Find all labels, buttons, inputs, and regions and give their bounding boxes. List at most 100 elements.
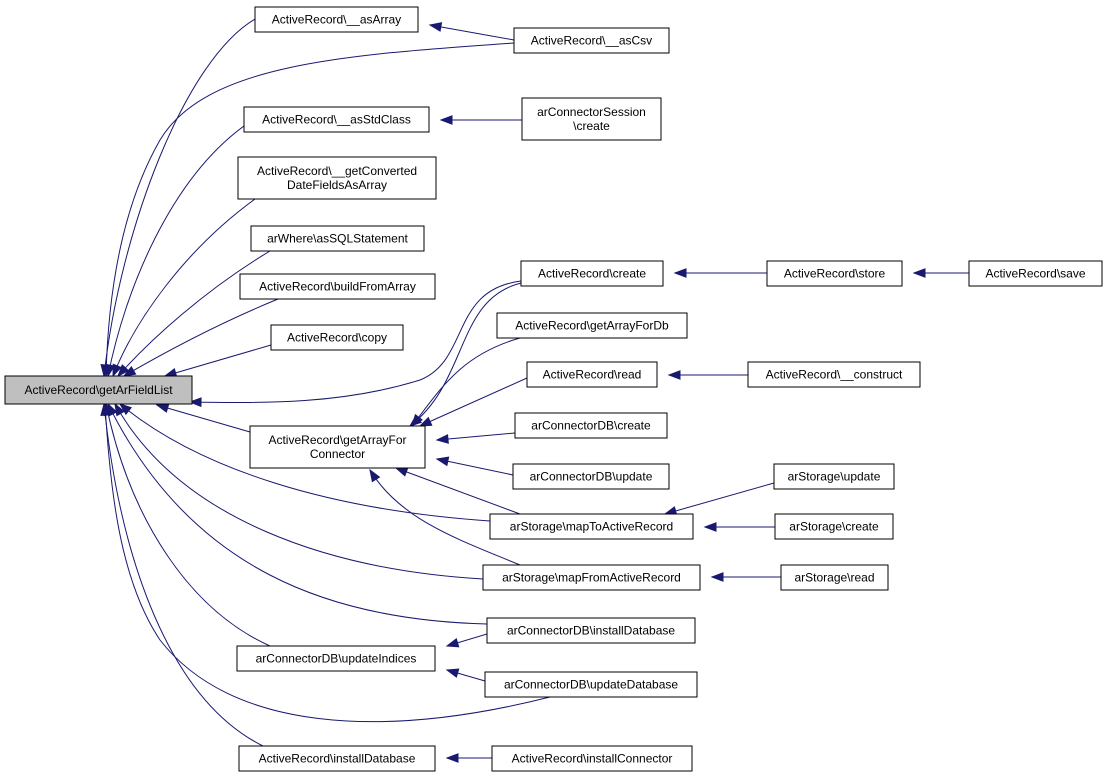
- edge-line: [409, 281, 527, 427]
- node-label: ActiveRecord\__getConverted: [257, 164, 417, 178]
- node-box: [4, 375, 193, 405]
- edge-buildFromArray-to-root: [122, 298, 279, 377]
- node-box: [249, 425, 426, 469]
- node-copy[interactable]: ActiveRecord\copy: [270, 324, 404, 351]
- node-installDb[interactable]: arConnectorDB\installDatabase: [486, 617, 696, 644]
- edge-line: [103, 403, 264, 747]
- edge-arrowhead: [117, 364, 130, 378]
- edge-line: [107, 403, 488, 625]
- node-box: [968, 260, 1103, 287]
- node-stUpdate[interactable]: arStorage\update: [773, 463, 895, 490]
- edge-line: [419, 377, 528, 427]
- node-label: ActiveRecord\__construct: [766, 368, 903, 382]
- node-label: arWhere\asSQLStatement: [267, 232, 408, 246]
- node-getConverted[interactable]: ActiveRecord\__getConvertedDateFieldsAsA…: [237, 156, 437, 200]
- edge-getArrayForDb-to-getArrayForConnector: [411, 337, 521, 428]
- edge-stCreate-to-mapTo: [703, 522, 775, 532]
- node-box: [254, 6, 419, 33]
- node-box: [238, 745, 436, 772]
- node-asStdClass[interactable]: ActiveRecord\__asStdClass: [243, 106, 430, 133]
- edge-arrowhead: [411, 413, 423, 428]
- edge-line: [112, 198, 256, 377]
- edge-arrowhead: [673, 268, 687, 278]
- node-label: DateFieldsAsArray: [287, 178, 387, 192]
- edge-line: [156, 404, 251, 433]
- node-box: [491, 745, 693, 772]
- edge-arrowhead: [155, 403, 170, 413]
- node-sessCreate[interactable]: arConnectorSession\create: [521, 97, 662, 141]
- node-mapTo[interactable]: arStorage\mapToActiveRecord: [489, 513, 694, 540]
- node-box: [514, 412, 668, 439]
- edge-dbCreate-to-getArrayForConnector: [435, 432, 516, 444]
- node-mapFrom[interactable]: arStorage\mapFromActiveRecord: [482, 564, 701, 591]
- edge-arrowhead: [114, 402, 126, 417]
- node-label: ActiveRecord\__asArray: [272, 13, 401, 27]
- edge-line: [429, 24, 515, 41]
- edge-line: [105, 403, 271, 647]
- edge-line: [664, 482, 775, 515]
- node-label: arConnectorDB\update: [530, 470, 653, 484]
- node-asArray[interactable]: ActiveRecord\__asArray: [254, 6, 419, 33]
- edge-asSQL-to-root: [117, 250, 271, 378]
- node-arCreate[interactable]: ActiveRecord\create: [520, 260, 664, 287]
- node-box: [484, 671, 698, 698]
- node-asSQL[interactable]: arWhere\asSQLStatement: [250, 225, 425, 252]
- node-stRead[interactable]: arStorage\read: [780, 564, 889, 591]
- edge-arrowhead: [112, 363, 122, 378]
- node-stCreate[interactable]: arStorage\create: [774, 513, 894, 540]
- node-updIdx[interactable]: arConnectorDB\updateIndices: [236, 645, 436, 672]
- edge-sessCreate-to-asStdClass: [439, 115, 522, 125]
- node-root: ActiveRecord\getArFieldList: [4, 375, 193, 405]
- edge-arCreate-to-root: [188, 280, 522, 408]
- node-dbUpdate[interactable]: arConnectorDB\update: [512, 463, 670, 490]
- node-installConn[interactable]: ActiveRecord\installConnector: [491, 745, 693, 772]
- node-construct[interactable]: ActiveRecord\__construct: [747, 361, 921, 388]
- edge-line: [164, 344, 272, 377]
- edge-arrowhead: [667, 370, 681, 380]
- node-dbCreate[interactable]: arConnectorDB\create: [514, 412, 668, 439]
- edge-asCsv-to-asArray: [428, 22, 515, 41]
- edge-arrowhead: [100, 402, 111, 416]
- node-box: [250, 225, 425, 252]
- node-label: ActiveRecord\getArrayFor: [268, 433, 406, 447]
- edge-line: [123, 298, 279, 377]
- edge-arrowhead: [439, 115, 453, 125]
- edge-mapTo-to-root: [118, 403, 491, 522]
- node-label: ActiveRecord\__asCsv: [531, 34, 652, 48]
- edge-arrowhead: [912, 268, 926, 278]
- node-box: [766, 260, 903, 287]
- node-getArrayForDb[interactable]: ActiveRecord\getArrayForDb: [496, 312, 688, 339]
- node-updDb[interactable]: arConnectorDB\updateDatabase: [484, 671, 698, 698]
- node-label: arStorage\update: [788, 470, 881, 484]
- node-box: [520, 260, 664, 287]
- edge-line: [411, 337, 521, 427]
- edge-line: [103, 18, 256, 377]
- node-asCsv[interactable]: ActiveRecord\__asCsv: [513, 27, 670, 54]
- edge-arrowhead: [445, 753, 459, 763]
- node-label: ActiveRecord\read: [543, 368, 642, 382]
- node-box: [521, 97, 662, 141]
- nodes-layer: ActiveRecord\getArFieldListActiveRecord\…: [4, 6, 1103, 772]
- node-box: [236, 645, 436, 672]
- node-save[interactable]: ActiveRecord\save: [968, 260, 1103, 287]
- edge-arrowhead: [118, 403, 133, 416]
- node-box: [513, 27, 670, 54]
- edge-mapFrom-to-root: [114, 402, 484, 580]
- edge-arInstallDb-to-root: [100, 402, 264, 747]
- edge-arrowhead: [122, 365, 137, 377]
- edge-mapFrom-to-getArrayForConnector: [369, 468, 521, 566]
- edge-line: [189, 280, 522, 403]
- node-label: arStorage\read: [794, 571, 874, 585]
- edge-line: [104, 403, 551, 723]
- node-box: [270, 324, 404, 351]
- node-store[interactable]: ActiveRecord\store: [766, 260, 903, 287]
- node-box: [489, 513, 694, 540]
- node-buildFromArray[interactable]: ActiveRecord\buildFromArray: [239, 273, 436, 300]
- node-arInstallDb[interactable]: ActiveRecord\installDatabase: [238, 745, 436, 772]
- edge-arrowhead: [428, 22, 443, 32]
- node-box: [780, 564, 889, 591]
- edge-line: [114, 403, 484, 580]
- node-arRead[interactable]: ActiveRecord\read: [526, 361, 658, 388]
